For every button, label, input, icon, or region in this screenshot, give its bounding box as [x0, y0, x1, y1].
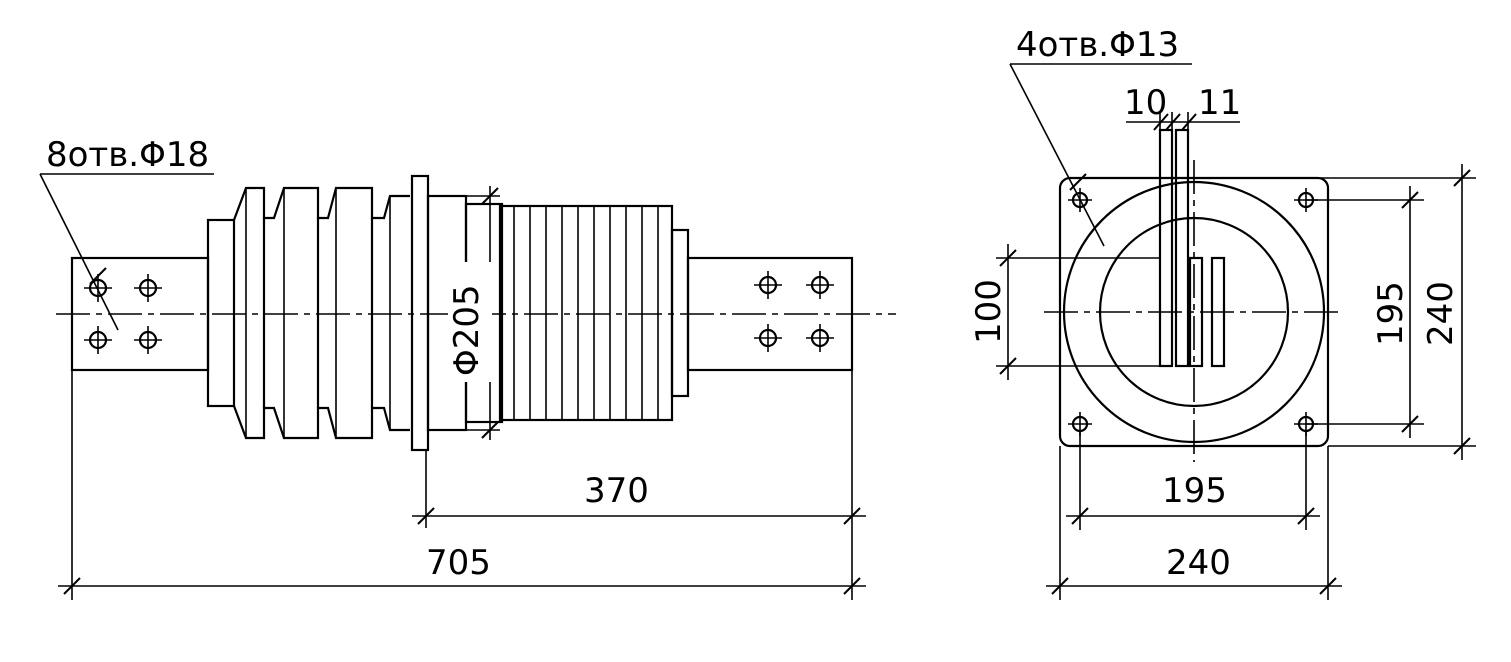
dimension-100: 100	[969, 244, 1160, 380]
dimension-10-11: 10 11	[1124, 83, 1241, 131]
dimension-195-vertical: 195	[1306, 186, 1424, 438]
dimension-195-vertical-label: 195	[1371, 281, 1411, 346]
dimension-11-label: 11	[1198, 83, 1241, 123]
dimension-705-label: 705	[426, 543, 491, 583]
holes-note-8: 8отв.Φ18	[39, 135, 214, 331]
conductor-bars	[1158, 128, 1226, 368]
dimension-370-label: 370	[584, 471, 649, 511]
dimension-10-label: 10	[1124, 83, 1167, 123]
outdoor-sheds	[206, 186, 410, 440]
dimension-195-horizontal-label: 195	[1162, 471, 1227, 511]
dimension-240-vertical: 240	[1080, 164, 1476, 460]
side-view: Φ205 370 705 8отв.Φ18	[39, 135, 896, 600]
mounting-flange	[410, 174, 430, 452]
diameter-dimension: Φ205	[447, 186, 500, 440]
right-bolt-holes	[754, 271, 834, 352]
dimension-240-horizontal: 240	[1046, 446, 1342, 600]
left-bolt-holes	[84, 274, 162, 354]
dimension-195-horizontal: 195	[1066, 430, 1320, 530]
dimension-240-vertical-label: 240	[1421, 281, 1461, 346]
dimension-370: 370	[412, 370, 866, 600]
end-view: 4отв.Φ13 10 11 100	[969, 25, 1476, 600]
holes-note-4: 4отв.Φ13	[1009, 25, 1192, 247]
holes-note-4-label: 4отв.Φ13	[1016, 25, 1179, 65]
dimension-705: 705	[58, 370, 866, 600]
dimension-100-label: 100	[969, 279, 1009, 344]
holes-note-8-label: 8отв.Φ18	[46, 135, 209, 175]
indoor-ribbed-body	[498, 204, 690, 422]
diameter-label: Φ205	[447, 284, 487, 376]
dimension-240-horizontal-label: 240	[1166, 543, 1231, 583]
